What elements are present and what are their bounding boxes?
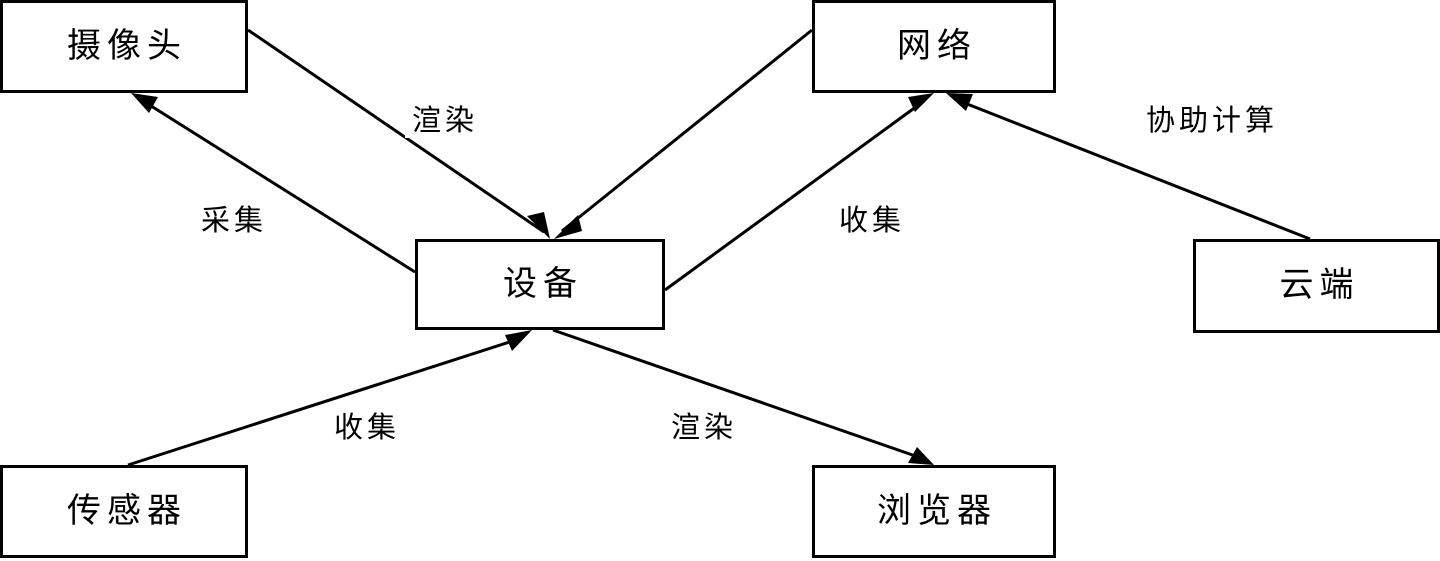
node-cloud-label: 云端 xyxy=(1279,267,1360,304)
edge-label-device-to-camera: 采集 xyxy=(194,205,271,238)
edge-label-cloud-to-network: 协助计算 xyxy=(1139,105,1282,138)
edge-device-to-network xyxy=(664,93,934,292)
edge-device-to-browser xyxy=(552,328,934,465)
edge-camera-to-device xyxy=(247,28,550,239)
node-camera[interactable]: 摄像头 xyxy=(0,0,248,93)
node-browser[interactable]: 浏览器 xyxy=(812,465,1056,558)
node-cloud[interactable]: 云端 xyxy=(1193,239,1440,333)
arrowhead-browser-top xyxy=(908,447,934,465)
edge-device-to-camera xyxy=(131,93,416,274)
node-sensor-label: 传感器 xyxy=(67,492,187,530)
arrowhead-network-bottom-left xyxy=(908,93,934,112)
edge-label-camera-to-device: 渲染 xyxy=(405,105,482,138)
edge-network-to-device xyxy=(554,28,813,239)
edge-sensor-to-device xyxy=(127,330,532,467)
node-network[interactable]: 网络 xyxy=(812,0,1056,93)
arrowhead-device-top-left xyxy=(527,212,550,239)
arrowhead-camera-bottom xyxy=(131,93,158,113)
node-device-label: 设备 xyxy=(503,265,583,303)
node-network-label: 网络 xyxy=(897,27,977,65)
node-sensor[interactable]: 传感器 xyxy=(0,465,248,558)
edge-label-device-to-network: 收集 xyxy=(832,205,909,238)
edge-label-device-to-browser: 渲染 xyxy=(664,412,741,445)
node-device[interactable]: 设备 xyxy=(415,239,665,330)
node-camera-label: 摄像头 xyxy=(67,27,187,65)
arrowhead-device-top-right xyxy=(554,215,582,239)
arrowhead-device-bottom xyxy=(505,330,532,351)
edge-label-sensor-to-device: 收集 xyxy=(327,412,404,445)
edge-cloud-to-network xyxy=(946,93,1311,241)
arrowhead-network-bottom-right xyxy=(946,93,973,111)
node-browser-label: 浏览器 xyxy=(877,492,997,530)
